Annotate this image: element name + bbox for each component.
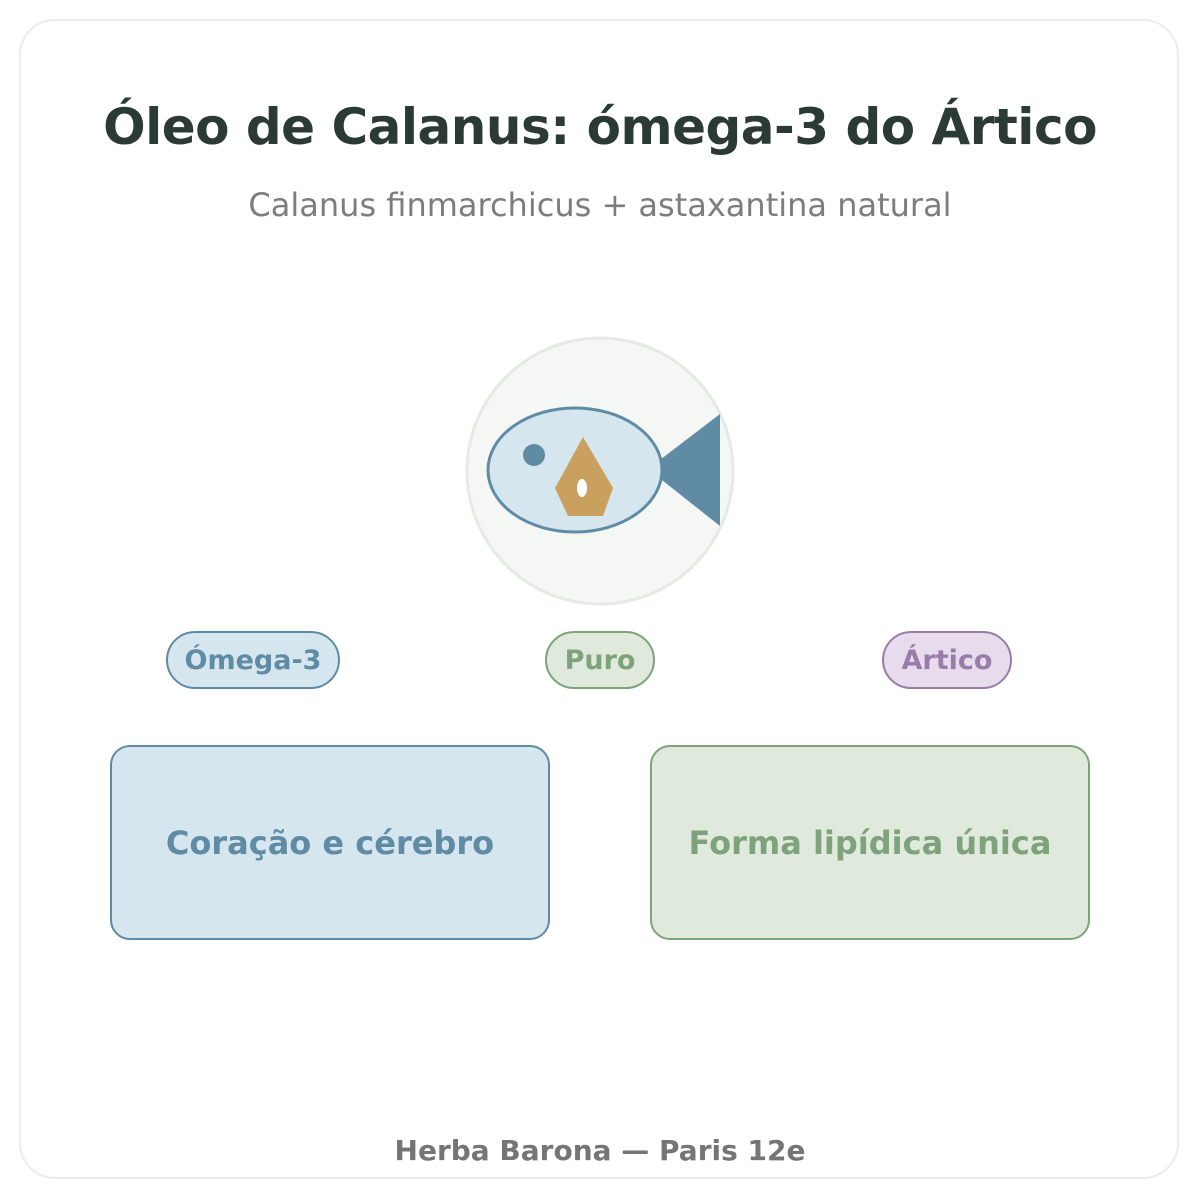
benefit-lipid-form: Forma lipídica única: [650, 745, 1090, 940]
footer-credit: Herba Barona — Paris 12e: [394, 1134, 806, 1167]
tag-artico: Ártico: [882, 631, 1012, 689]
benefit-heart-brain: Coração e cérebro: [110, 745, 550, 940]
fish-emblem: [465, 336, 735, 606]
page-subtitle: Calanus finmarchicus + astaxantina natur…: [248, 186, 952, 224]
tag-omega-3: Ómega-3: [166, 631, 340, 689]
oil-drop-icon: [555, 437, 613, 516]
tag-puro: Puro: [545, 631, 655, 689]
fish-with-oil-drop-icon: [465, 336, 735, 606]
fish-tail: [648, 414, 720, 526]
fish-eye: [523, 444, 545, 466]
oil-drop-highlight: [577, 479, 587, 497]
page-title: Óleo de Calanus: ómega-3 do Ártico: [103, 98, 1097, 156]
